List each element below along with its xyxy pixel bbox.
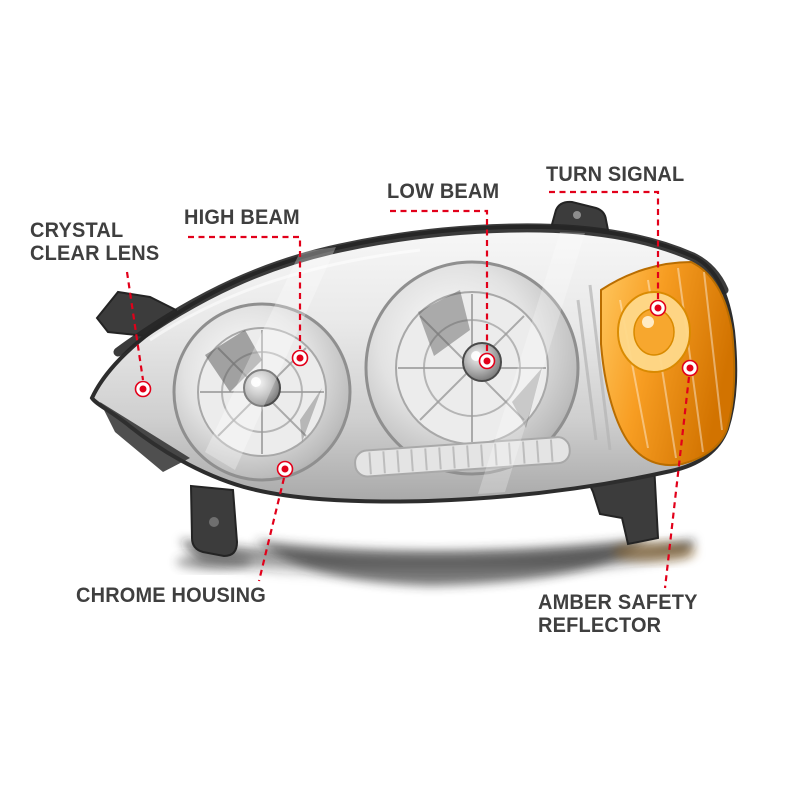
callout-marker-crystal-clear-lens — [134, 380, 152, 398]
callout-text: AMBER SAFETY — [538, 591, 698, 614]
callout-line-amber-safety-reflector — [663, 376, 691, 589]
callout-line-chrome-housing — [257, 477, 286, 582]
side-facets — [576, 284, 612, 451]
callout-text: TURN SIGNAL — [546, 163, 685, 186]
bracket-screw — [209, 517, 219, 527]
callout-label-chrome-housing: CHROME HOUSING — [76, 584, 266, 607]
callout-label-turn-signal: TURN SIGNAL — [546, 163, 684, 186]
callout-text: CHROME HOUSING — [76, 584, 266, 607]
callout-label-crystal-clear-lens: CRYSTAL CLEAR LENS — [30, 219, 159, 265]
amber-reflector — [600, 260, 736, 467]
low-beam-lens — [364, 260, 580, 476]
reflection-shadow — [176, 538, 697, 586]
callout-line-high-beam — [188, 235, 302, 349]
callout-marker-amber-safety-reflector — [681, 359, 699, 377]
lower-reflector-strip — [354, 436, 571, 478]
callout-text: REFLECTOR — [538, 614, 662, 637]
turn-signal-reflector — [617, 291, 691, 373]
callout-text: CLEAR LENS — [30, 242, 160, 265]
callout-text: LOW BEAM — [387, 180, 500, 203]
callout-marker-high-beam — [291, 349, 309, 367]
tab-hole — [573, 211, 581, 219]
callout-label-high-beam: HIGH BEAM — [184, 206, 300, 229]
callout-marker-chrome-housing — [276, 460, 294, 478]
callout-label-amber-safety-reflector: AMBER SAFETY REFLECTOR — [538, 591, 698, 637]
callout-label-low-beam: LOW BEAM — [387, 180, 499, 203]
callout-line-low-beam — [390, 209, 489, 352]
callout-text: HIGH BEAM — [184, 206, 300, 229]
callout-marker-low-beam — [478, 352, 496, 370]
callout-marker-turn-signal — [649, 299, 667, 317]
callout-text: CRYSTAL — [30, 219, 124, 242]
callout-line-turn-signal — [549, 190, 660, 299]
callout-line-crystal-clear-lens — [125, 271, 145, 381]
lens-glare — [205, 232, 585, 494]
